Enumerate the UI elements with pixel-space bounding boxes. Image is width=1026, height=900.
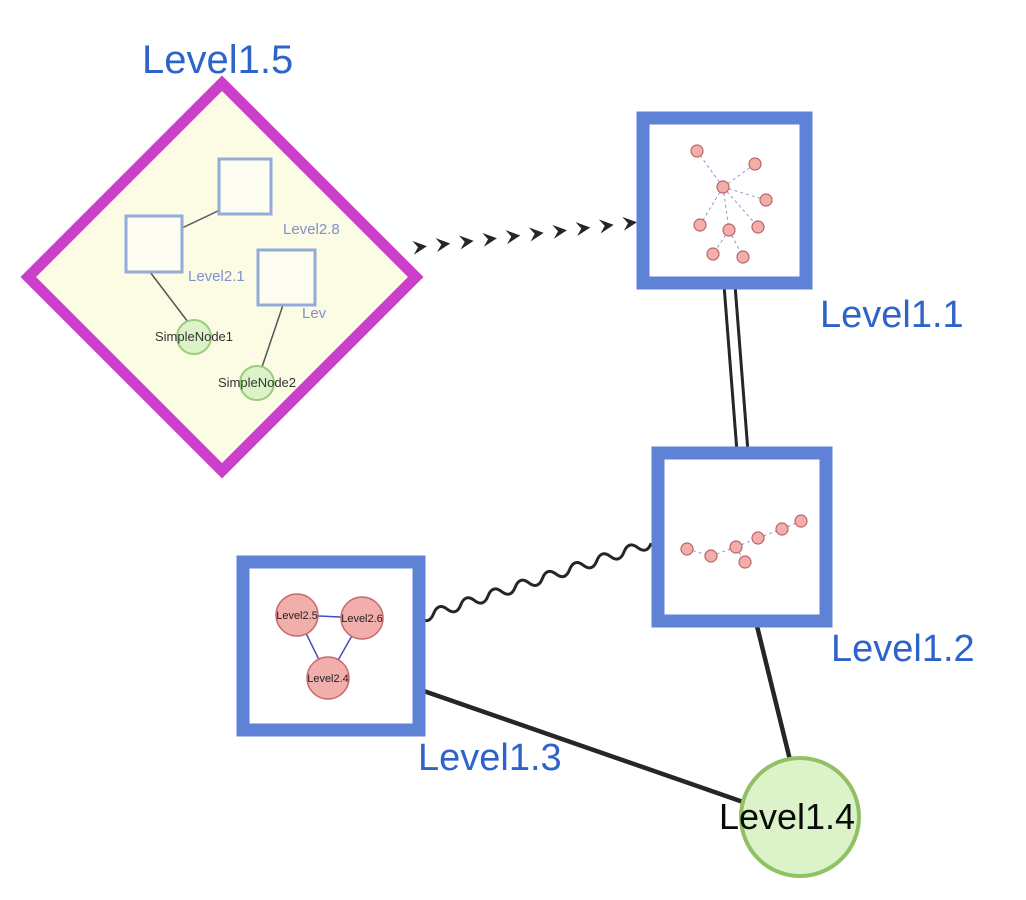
subnode-square-level2-8[interactable] (217, 157, 273, 216)
edge-level12-to-level14[interactable] (753, 621, 794, 765)
subgraph-edge (149, 271, 189, 323)
subnode-dot[interactable] (690, 144, 704, 158)
edge-level15-to-level11-dashed-arrow[interactable] (412, 216, 637, 255)
subnode-dot[interactable] (748, 157, 762, 171)
edge-level11-to-level12-double-b[interactable] (733, 284, 750, 453)
subnode-dot[interactable] (736, 250, 750, 264)
label-level13: Level1.3 (418, 737, 562, 779)
subnode-circle-level2-5[interactable] (275, 593, 319, 637)
subgraph-edge (699, 186, 724, 226)
subnode-label-level2-8: Level2.8 (283, 221, 340, 238)
subnode-dot[interactable] (794, 514, 808, 528)
subnode-square-level2-1[interactable] (124, 214, 184, 274)
label-level14: Level1.4 (719, 796, 855, 837)
node-level11-group (636, 111, 813, 290)
subgraph-edge (710, 546, 737, 557)
subnode-dot[interactable] (706, 247, 720, 261)
label-level15: Level1.5 (142, 38, 293, 82)
node-level15-group: Level2.8 Level2.1 Lev SimpleNode1 Simple… (20, 75, 424, 479)
subnode-dot[interactable] (716, 180, 730, 194)
node-level12-group (651, 446, 833, 628)
subgraph-edge (757, 528, 783, 539)
subnode-label-level2-4: Level2.4 (307, 673, 349, 685)
subnode-circle-level2-4[interactable] (306, 656, 350, 700)
edge-level13-to-level12-wavy[interactable] (419, 542, 653, 623)
subnode-dot[interactable] (704, 549, 718, 563)
level11-subgraph (690, 144, 773, 264)
level12-subgraph (680, 514, 808, 569)
node-level15-diamond[interactable] (20, 75, 424, 479)
node-level12-square[interactable] (651, 446, 833, 628)
subnode-dot[interactable] (775, 522, 789, 536)
subgraph-edge (181, 209, 221, 229)
subnode-label-level2-1: Level2.1 (188, 268, 245, 285)
level13-subgraph: Level2.5 Level2.6 Level2.4 (275, 593, 384, 700)
subgraph-edge (696, 150, 724, 188)
edge-level13-to-level14[interactable] (417, 686, 747, 806)
subnode-dot[interactable] (751, 220, 765, 234)
level15-subgraph: Level2.8 Level2.1 Lev SimpleNode1 Simple… (124, 157, 340, 401)
edges-layer (412, 216, 794, 806)
subnode-label-simplenode1: SimpleNode1 (155, 329, 233, 344)
subnode-square-level2-lev[interactable] (256, 248, 317, 307)
subgraph-edge (722, 186, 759, 228)
subgraph-edge (722, 186, 730, 231)
subgraph-edge (261, 304, 284, 368)
label-level11: Level1.1 (820, 294, 964, 336)
subnode-circle-simplenode1[interactable] (176, 319, 212, 355)
subnode-dot[interactable] (693, 218, 707, 232)
subnode-dot[interactable] (729, 540, 743, 554)
subnode-dot[interactable] (680, 542, 694, 556)
subnode-dot[interactable] (738, 555, 752, 569)
node-level13-group: Level2.5 Level2.6 Level2.4 (236, 555, 426, 737)
subnode-label-level2-5: Level2.5 (276, 610, 318, 622)
subnode-label-simplenode2: SimpleNode2 (218, 375, 296, 390)
node-level13-square[interactable] (236, 555, 426, 737)
label-level12: Level1.2 (831, 628, 975, 670)
subnode-label-level2-6: Level2.6 (341, 613, 383, 625)
subgraph-edge (722, 186, 767, 201)
subnode-circle-simplenode2[interactable] (239, 365, 275, 401)
subnode-dot[interactable] (759, 193, 773, 207)
subnode-circle-level2-6[interactable] (340, 596, 384, 640)
subnode-dot[interactable] (722, 223, 736, 237)
subnode-label-level2-lev: Lev (302, 305, 327, 322)
edge-level11-to-level12-double-a[interactable] (722, 284, 739, 453)
subnode-dot[interactable] (751, 531, 765, 545)
node-level14-circle[interactable] (739, 756, 861, 878)
